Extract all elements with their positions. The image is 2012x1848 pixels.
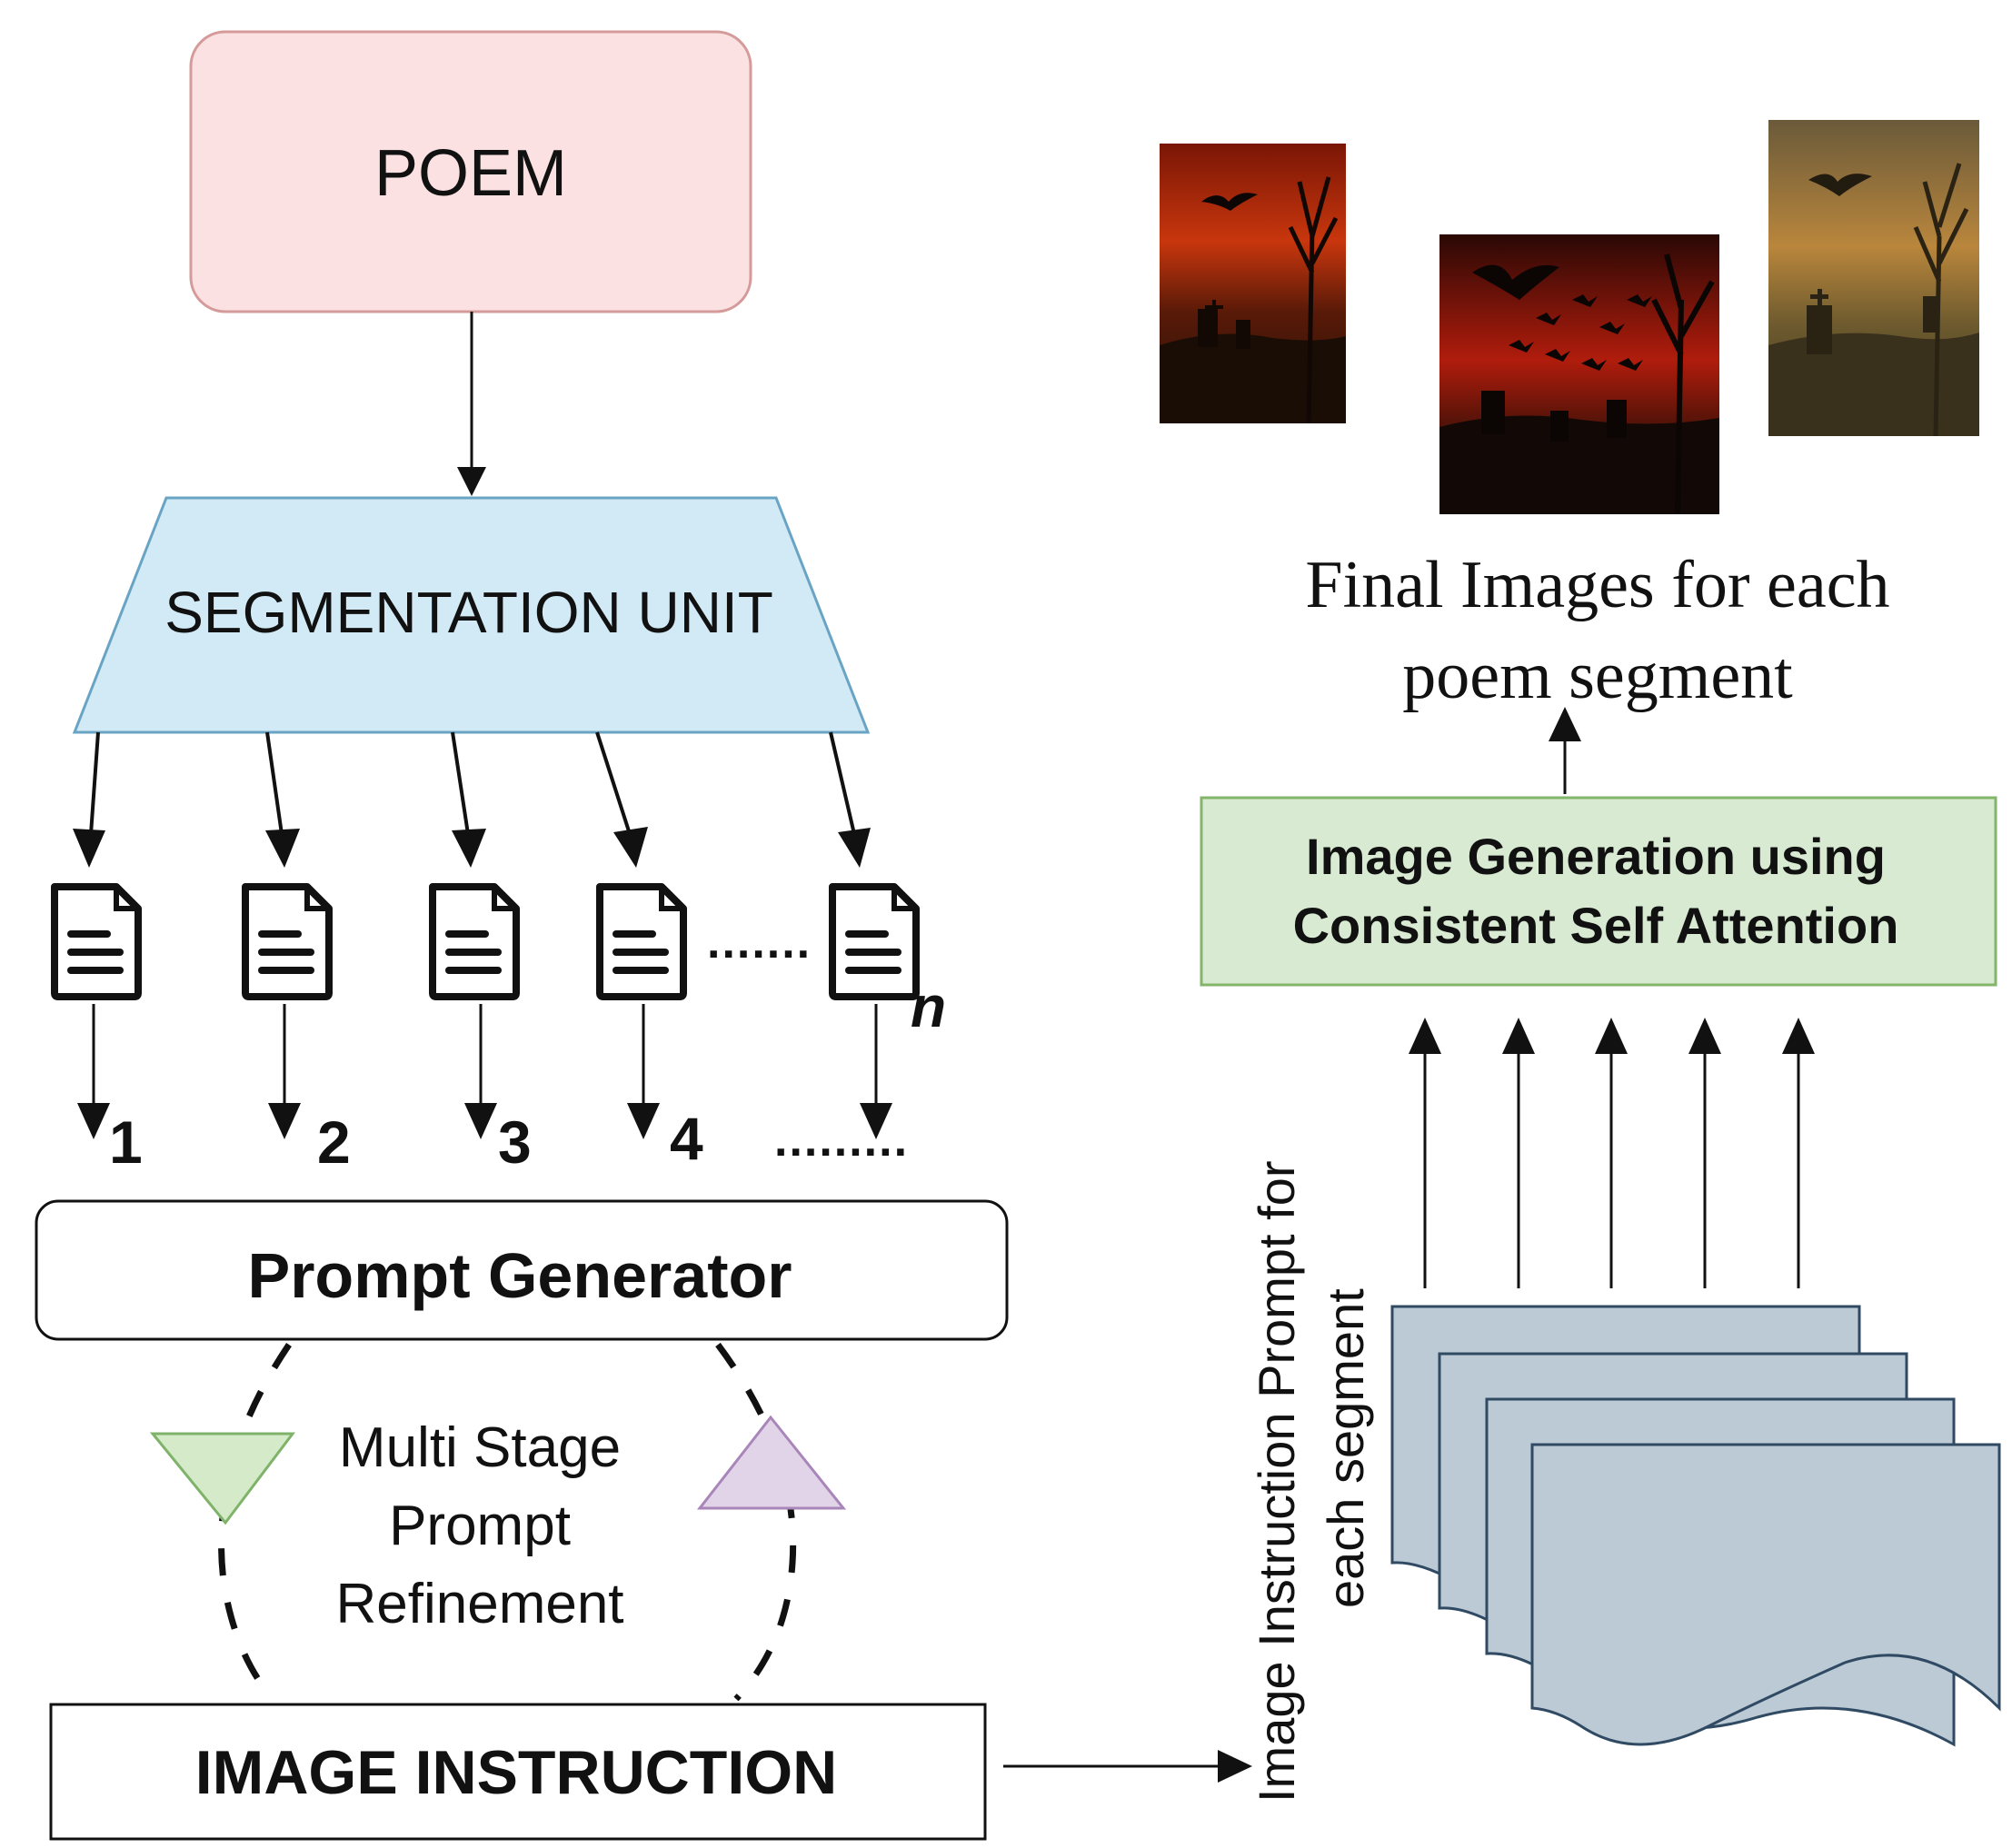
image-generation-line1: Image Generation using: [1306, 828, 1886, 885]
prompt-generator-label: Prompt Generator: [248, 1240, 792, 1311]
generated-image: [1439, 234, 1719, 515]
refinement-loop: [218, 1343, 292, 1702]
document-icon: [596, 883, 687, 1000]
image-generation-box: [1200, 796, 1997, 987]
document-icon: [429, 883, 520, 1000]
image-generation-line2: Consistent Self Attention: [1293, 897, 1899, 954]
segmentation-unit: [72, 496, 871, 734]
doc-to-number-arrowheads: [77, 1103, 892, 1139]
document-icon: [242, 883, 333, 1000]
side-label-line2: each segment: [1317, 1288, 1374, 1608]
refinement-line2: Prompt: [389, 1495, 571, 1557]
segment-number: 3: [498, 1108, 532, 1176]
refinement-loop: [715, 1342, 797, 1702]
document-icon: [829, 883, 920, 1000]
up-triangle-icon: [696, 1415, 847, 1510]
segment-arrowheads: [73, 827, 871, 868]
prompt-stack: [1390, 1305, 2001, 1747]
segment-number: 1: [109, 1108, 143, 1176]
stack-to-generation-arrows: [1423, 1045, 1800, 1288]
generated-image: [1160, 144, 1346, 424]
refinement-line1: Multi Stage: [339, 1416, 621, 1479]
segmentation-label: SEGMENTATION UNIT: [164, 580, 773, 645]
side-label-line1: Image Instruction Prompt for: [1248, 1160, 1305, 1803]
docs-ellipsis: .......: [707, 916, 812, 969]
stack-to-generation-arrowheads: [1409, 1018, 1815, 1054]
poem-label: POEM: [374, 137, 567, 210]
arrowhead: [1218, 1750, 1252, 1783]
down-triangle-icon: [149, 1432, 296, 1525]
doc-to-number-arrows: [92, 1004, 878, 1110]
arrowhead: [1549, 707, 1581, 741]
generated-image: [1768, 120, 1979, 437]
image-instruction-box: [49, 1703, 987, 1841]
segment-number: 2: [317, 1108, 351, 1176]
final-caption-line1: Final Images for each: [1305, 548, 1889, 622]
image-instruction-label: IMAGE INSTRUCTION: [195, 1738, 837, 1807]
prompt-generator-box: [35, 1199, 1009, 1341]
segment-number: 4: [670, 1105, 703, 1172]
doc-n-label: n: [911, 974, 946, 1039]
document-icon: [51, 883, 142, 1000]
refinement-line3: Refinement: [335, 1573, 623, 1635]
numbers-ellipsis: .........: [774, 1114, 909, 1167]
segment-arrows: [89, 731, 856, 835]
final-caption-line2: poem segment: [1402, 639, 1793, 713]
arrowhead: [457, 467, 486, 496]
